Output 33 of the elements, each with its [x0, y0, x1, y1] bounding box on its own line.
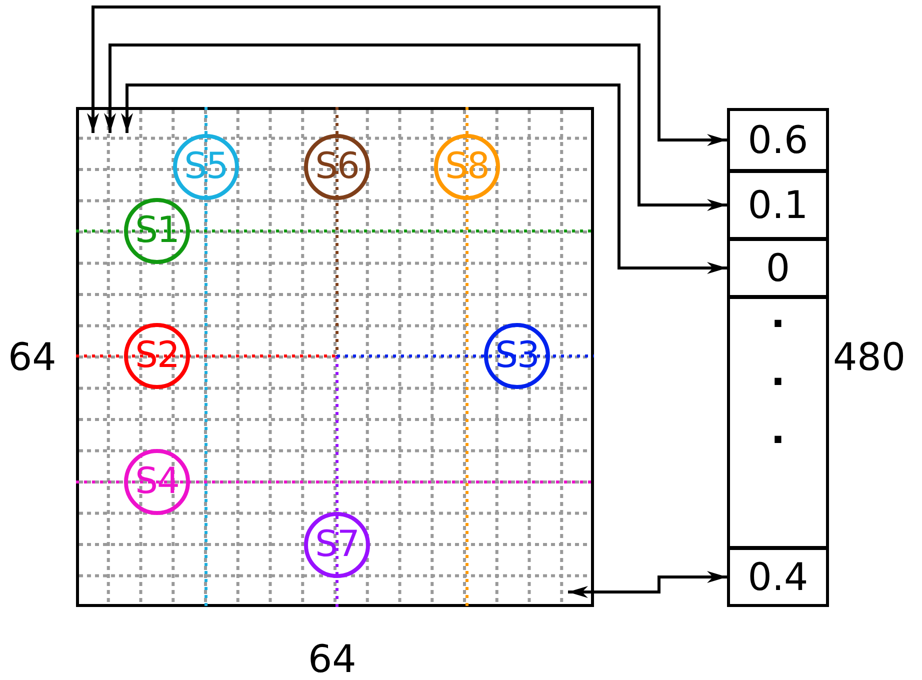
vector-cell: [727, 170, 829, 240]
sensor-circle: [484, 323, 550, 389]
dimension-label: 64: [8, 338, 56, 376]
sensor-circle: [124, 323, 190, 389]
vector-cell: [727, 238, 829, 298]
node-label: S3: [495, 338, 539, 374]
sensor-circle: [304, 512, 370, 578]
sensor-circle: [124, 449, 190, 515]
node-label: S6: [315, 149, 359, 185]
sensor-circle: [173, 134, 239, 200]
node-label: 0.4: [748, 558, 808, 596]
vector-cell: [727, 547, 829, 607]
node-label: S1: [135, 213, 179, 249]
node-label: 0.1: [748, 186, 808, 224]
node-label: S7: [315, 527, 359, 563]
vector-cell: [727, 108, 829, 172]
node-label: S8: [445, 149, 489, 185]
arrow: [568, 571, 727, 598]
node-label: 0: [766, 249, 790, 287]
vector-cell: [727, 296, 829, 549]
node-label: S4: [135, 464, 179, 500]
arrow: [87, 6, 727, 146]
node-label: . . .: [770, 291, 786, 454]
dimension-label: 64: [308, 640, 356, 678]
arrow: [104, 44, 727, 211]
dimension-label: 480: [833, 338, 906, 376]
sensor-circle: [124, 198, 190, 264]
sensor-circle: [304, 134, 370, 200]
arrow: [121, 84, 727, 274]
node-label: S5: [184, 149, 228, 185]
node-label: 0.6: [748, 121, 808, 159]
node-label: S2: [135, 338, 179, 374]
sensor-circle: [434, 134, 500, 200]
